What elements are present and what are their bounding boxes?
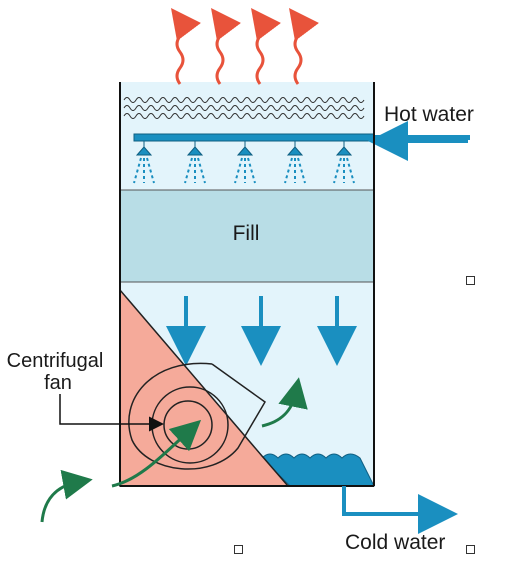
- fan-leader-line: [59, 394, 164, 432]
- centrifugal-fan-label-line2: fan: [44, 372, 72, 394]
- fill-media: [119, 189, 375, 283]
- drift-eliminator: [123, 97, 365, 119]
- hot-water-label: Hot water: [384, 103, 474, 126]
- inlet-pipe: [374, 135, 470, 140]
- tower-walls: [119, 82, 375, 487]
- basin-water: [261, 453, 375, 487]
- cold-water-outlet: [342, 486, 458, 534]
- centrifugal-fan-label-line1: Centrifugal: [7, 350, 104, 372]
- distribution-pipe: [133, 133, 375, 142]
- fill-label: Fill: [233, 222, 260, 245]
- empty-checkbox[interactable]: [466, 276, 475, 285]
- air-arrow-icon: [40, 377, 308, 523]
- empty-checkbox[interactable]: [234, 545, 243, 554]
- vapor-arrow-icon: [171, 7, 319, 85]
- spray-nozzle-icon: [133, 141, 355, 184]
- water-arrow-icon: [166, 296, 357, 366]
- cold-water-label: Cold water: [345, 531, 445, 554]
- empty-checkbox[interactable]: [466, 545, 475, 554]
